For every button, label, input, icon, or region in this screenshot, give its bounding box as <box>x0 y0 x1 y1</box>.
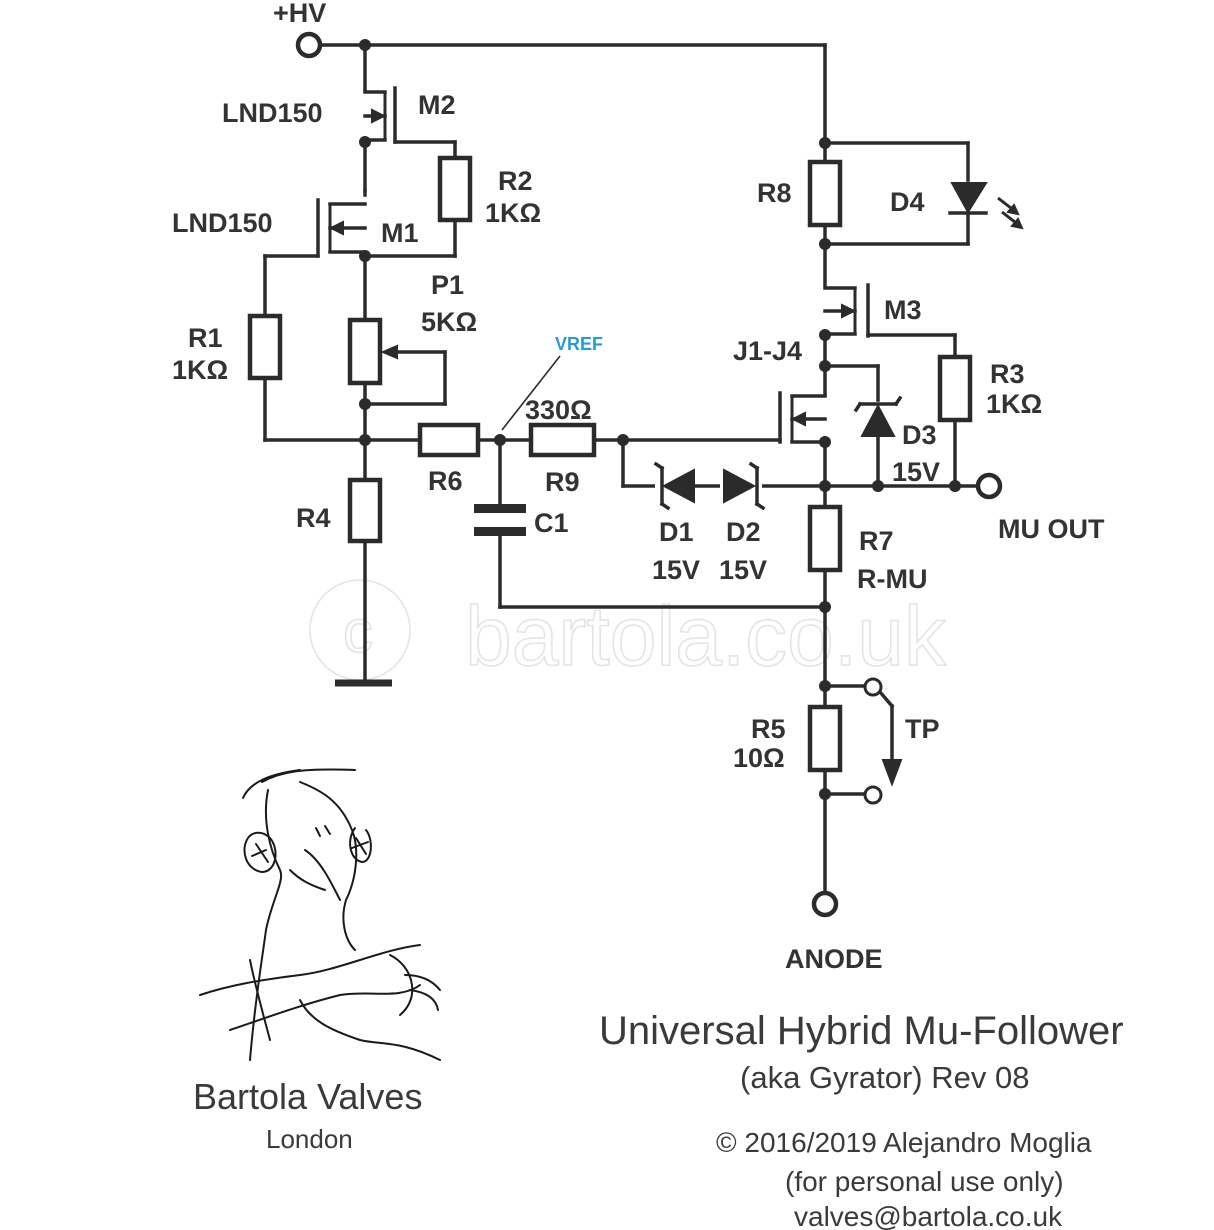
resistor-r6 <box>417 422 481 458</box>
anode-terminal <box>811 890 839 918</box>
potentiometer-wiper-arrow <box>380 344 398 360</box>
r9-value-label: 330Ω <box>525 395 592 425</box>
d3-value-label: 15V <box>892 457 940 487</box>
test-point-switch <box>863 677 903 805</box>
p1-value-label: 5KΩ <box>421 307 477 337</box>
diagram-subtitle: (aka Gyrator) Rev 08 <box>740 1060 1029 1095</box>
d4-ref-label: D4 <box>890 187 925 217</box>
hv-terminal <box>295 31 323 59</box>
c1-ref-label: C1 <box>534 508 569 538</box>
resistor-r4 <box>347 477 383 544</box>
hv-label: +HV <box>273 0 326 28</box>
j-ref-label: J1-J4 <box>733 336 802 366</box>
r7-value-label: R-MU <box>857 564 927 594</box>
r6-ref-label: R6 <box>428 466 463 496</box>
d1-value-label: 15V <box>652 555 700 585</box>
resistor-r2 <box>437 155 473 223</box>
wiring <box>263 43 978 892</box>
m1-ref-label: M1 <box>381 218 419 248</box>
resistor-r9 <box>528 422 597 458</box>
sketch-portrait-logo <box>199 768 441 1061</box>
m2-ref-label: M2 <box>418 90 456 120</box>
mosfet-m1 <box>316 198 367 258</box>
r2-value-label: 1KΩ <box>485 198 541 228</box>
r5-value-label: 10Ω <box>733 743 785 773</box>
r4-ref-label: R4 <box>296 503 331 533</box>
copyright-text: © 2016/2019 Alejandro Moglia <box>716 1127 1092 1158</box>
r3-value-label: 1KΩ <box>986 389 1042 419</box>
d2-ref-label: D2 <box>726 517 761 547</box>
mu-out-terminal <box>975 472 1003 500</box>
resistor-r8 <box>807 159 843 228</box>
usage-note: (for personal use only) <box>785 1166 1064 1197</box>
diagram-title: Universal Hybrid Mu-Follower <box>599 1009 1124 1053</box>
zener-diode-d3 <box>853 395 903 437</box>
resistor-r5 <box>807 704 843 773</box>
zener-diode-d1 <box>653 461 695 511</box>
m1-type-label: LND150 <box>172 208 273 238</box>
p1-ref-label: P1 <box>431 270 464 300</box>
r9-ref-label: R9 <box>545 467 580 497</box>
d2-value-label: 15V <box>719 555 767 585</box>
title-block: Universal Hybrid Mu-Follower (aka Gyrato… <box>599 1009 1124 1230</box>
resistor-r1 <box>247 313 283 381</box>
r7-ref-label: R7 <box>859 526 894 556</box>
watermark-text: bartola.co.uk <box>465 589 947 683</box>
anode-label: ANODE <box>785 944 883 974</box>
component-labels: +HV LND150 M2 R2 1KΩ LND150 M1 P1 5KΩ R1… <box>172 0 1105 974</box>
mosfet-j1-j4 <box>778 391 827 444</box>
zener-diode-d2 <box>720 461 766 511</box>
led-d4 <box>948 182 1024 230</box>
r2-ref-label: R2 <box>498 166 533 196</box>
m3-ref-label: M3 <box>884 295 922 325</box>
r8-ref-label: R8 <box>757 178 792 208</box>
brand-city: London <box>266 1124 353 1154</box>
mosfet-m2 <box>363 86 397 144</box>
resistor-r7 <box>807 504 843 573</box>
vref-pointer <box>501 355 561 431</box>
watermark: c bartola.co.uk <box>309 579 948 684</box>
d1-ref-label: D1 <box>659 517 694 547</box>
vref-label: VREF <box>555 334 603 354</box>
brand-name: Bartola Valves <box>193 1076 422 1117</box>
r3-ref-label: R3 <box>990 359 1025 389</box>
d3-ref-label: D3 <box>902 420 937 450</box>
mu-out-label: MU OUT <box>998 514 1105 544</box>
mosfet-m3 <box>823 283 870 338</box>
potentiometer-p1 <box>347 317 383 386</box>
email-text: valves@bartola.co.uk <box>794 1201 1063 1230</box>
m2-type-label: LND150 <box>222 98 323 128</box>
r1-ref-label: R1 <box>188 323 223 353</box>
capacitor-c1 <box>474 504 526 536</box>
junction-dots <box>359 39 961 800</box>
r5-ref-label: R5 <box>751 714 786 744</box>
r1-value-label: 1KΩ <box>172 355 228 385</box>
resistor-r3 <box>937 354 973 423</box>
tp-label: TP <box>905 714 940 744</box>
svg-text:c: c <box>343 598 373 665</box>
